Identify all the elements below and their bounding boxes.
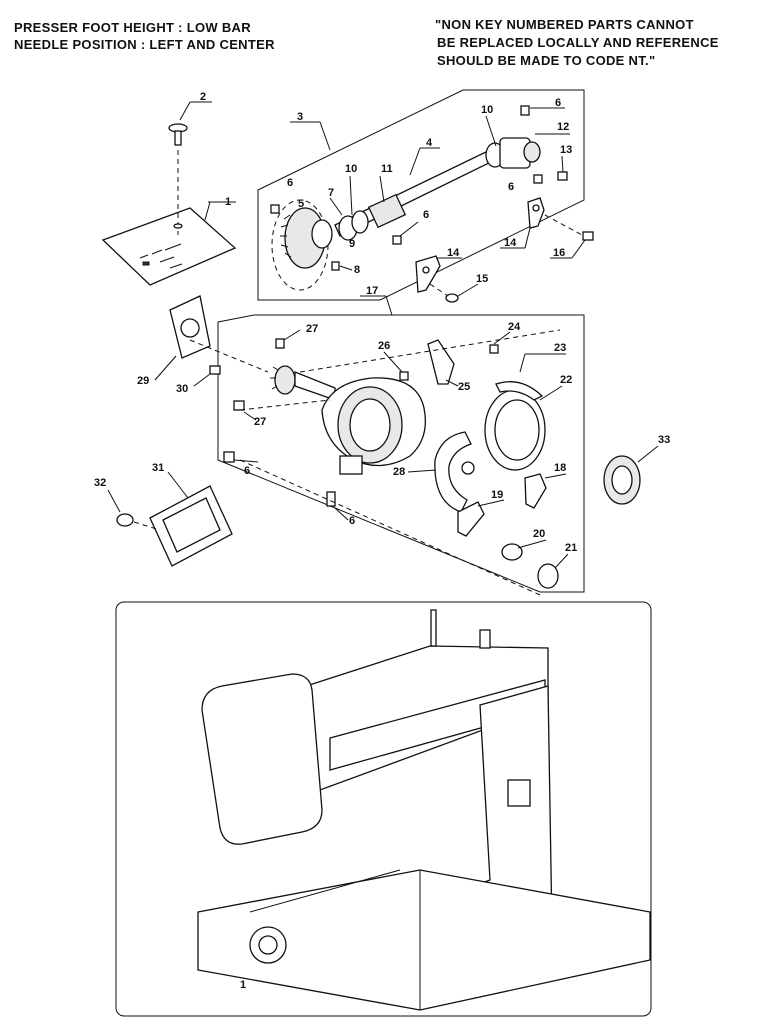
header-note-line-3: SHOULD BE MADE TO CODE NT." [437,53,656,68]
callout-33: 33 [658,434,670,446]
screw-32 [116,513,161,531]
callout-27b: 27 [254,416,266,428]
callout-12: 12 [557,121,569,133]
screw-16 [544,214,594,241]
set-screw-6a [520,105,530,116]
spring-20 [501,543,523,561]
guide-line-b [299,329,561,373]
callout-19: 19 [491,489,503,501]
callout-6b: 6 [287,177,293,189]
callout-machine-ref: 1 [240,979,246,991]
callout-27a: 27 [306,323,318,335]
callout-29: 29 [137,375,149,387]
set-screw-6b [533,174,543,184]
callout-32: 32 [94,477,106,489]
screw-2 [168,123,188,146]
lower-shaft [334,149,496,241]
callout-4: 4 [426,137,433,149]
knob-21 [537,563,559,589]
callout-8: 8 [354,264,360,276]
callout-6a: 6 [555,97,561,109]
hook-drive-gear [271,199,333,291]
callout-7: 7 [328,187,334,199]
header-spec-presser-foot: PRESSER FOOT HEIGHT : LOW BAR [14,20,251,35]
bushing-6f [326,491,336,507]
callout-18: 18 [554,462,566,474]
bracket-14-middle [415,255,459,303]
callout-9: 9 [349,238,355,250]
hook-ring [484,381,546,471]
face-cover-31 [149,485,233,567]
screw-8 [331,261,340,271]
needle-plate [101,150,237,286]
hook-part-18 [524,473,547,509]
callout-17: 17 [366,285,378,297]
set-screw-27b [233,400,245,411]
callout-26: 26 [378,340,390,352]
callout-16: 16 [553,247,565,259]
callout-14a: 14 [447,247,460,259]
callout-5: 5 [298,198,304,210]
callout-20: 20 [533,528,545,540]
set-screw-6c [270,204,280,214]
callout-23: 23 [554,342,566,354]
screw-13 [557,171,568,181]
callout-6d: 6 [508,181,514,193]
callout-13: 13 [560,144,572,156]
callout-22: 22 [560,374,572,386]
bobbin-case-holder [434,431,475,513]
hook-part-25 [427,339,455,385]
callout-30: 30 [176,383,188,395]
screw-30 [209,365,221,375]
guide-line-a [239,459,541,596]
hook-assembly-outline [217,314,585,593]
callout-6c: 6 [423,209,429,221]
machine-illustration-frame [115,601,652,1017]
guide-line-c [239,399,331,411]
shaft-assembly-outline [257,89,585,301]
callout-28: 28 [393,466,405,478]
sewing-machine-illustration [197,609,651,1011]
callout-6f: 6 [349,515,355,527]
callout-31: 31 [152,462,164,474]
set-screw-6d [392,235,402,245]
callout-15: 15 [476,273,488,285]
header-note-line-1: "NON KEY NUMBERED PARTS CANNOT [435,17,694,32]
hook-part-19 [457,501,485,537]
bobbin-case-33 [603,455,641,505]
callout-24: 24 [508,321,521,333]
set-screw-27a [275,338,285,349]
callout-2: 2 [200,91,206,103]
shaft-coupling [485,137,541,169]
bracket-14-right [527,197,545,229]
callout-14b: 14 [504,237,517,249]
callout-21: 21 [565,542,577,554]
header-note-line-2: BE REPLACED LOCALLY AND REFERENCE [437,35,719,50]
bushing-6e [223,451,235,463]
screw-26 [399,371,409,381]
callout-10a: 10 [345,163,357,175]
callout-labels: 1 2 3 4 5 6 6 6 6 6 6 7 8 9 10 10 11 12 … [94,91,670,991]
cover-plate-29 [169,295,269,373]
callout-6e: 6 [244,465,250,477]
callout-25: 25 [458,381,470,393]
callout-10b: 10 [481,104,493,116]
callout-3: 3 [297,111,303,123]
screw-24 [489,344,499,354]
header-spec-needle-position: NEEDLE POSITION : LEFT AND CENTER [14,37,275,52]
hook-race-body [321,377,427,475]
callout-11: 11 [381,163,393,175]
